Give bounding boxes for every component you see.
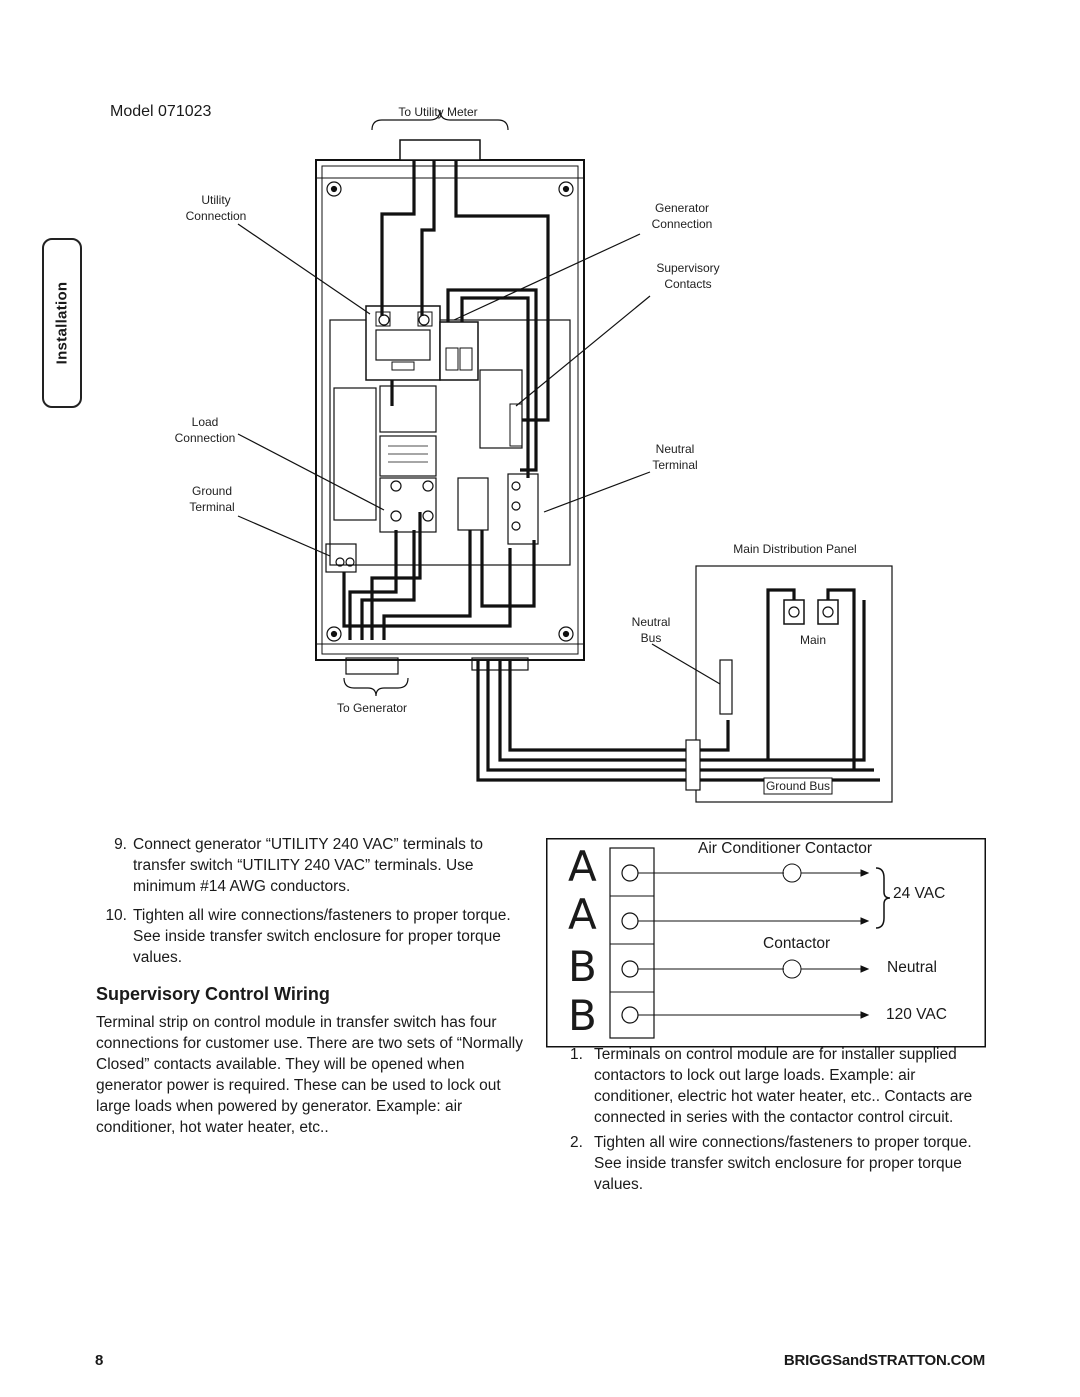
terminal-letter: A: [568, 842, 597, 891]
step-item: 10. Tighten all wire connections/fastene…: [100, 905, 525, 968]
120vac-label: 120 VAC: [886, 1006, 947, 1023]
main-breaker-label: Main: [799, 633, 826, 647]
ground-bus-label: Ground Bus: [765, 779, 831, 793]
page-number: 8: [95, 1352, 104, 1369]
section-body: Terminal strip on control module in tran…: [96, 1014, 523, 1136]
terminal-letter: B: [568, 942, 597, 991]
contactor-label: Contactor: [763, 935, 831, 952]
neutral-terminal-label: Neutral Terminal: [652, 442, 698, 472]
note-item: 1. Terminals on control module are for i…: [570, 1044, 985, 1128]
contactor-notes: 1. Terminals on control module are for i…: [570, 1044, 985, 1199]
terminal-letter: B: [568, 991, 597, 1040]
model-label: Model 071023: [110, 103, 212, 120]
section-heading: Supervisory Control Wiring: [96, 984, 330, 1004]
note-number: 2.: [570, 1134, 583, 1151]
generator-connection-label: Generator Connection: [651, 201, 713, 231]
ground-terminal-label: Ground Terminal: [189, 484, 235, 514]
24vac-label: 24 VAC: [893, 885, 946, 902]
neutral-label: Neutral: [887, 959, 937, 976]
air-conditioner-contactor-label: Air Conditioner Contactor: [698, 840, 873, 857]
step-text: Tighten all wire connections/fasteners t…: [133, 907, 511, 966]
note-text: Terminals on control module are for inst…: [594, 1046, 973, 1126]
step-number: 10.: [105, 907, 127, 924]
website-footer: BRIGGSandSTRATTON.COM: [783, 1352, 985, 1369]
section-side-tab: Installation: [42, 238, 82, 408]
step-text: Connect generator “UTILITY 240 VAC” term…: [133, 836, 484, 895]
supervisory-contacts-label: Supervisory Contacts: [656, 261, 720, 291]
utility-connection-label: Utility Connection: [185, 193, 247, 223]
load-connection-label: Load Connection: [174, 415, 236, 445]
step-item: 9. Connect generator “UTILITY 240 VAC” t…: [100, 834, 525, 897]
contactor-wiring-diagram: [546, 838, 986, 1048]
terminal-letter: A: [568, 890, 597, 939]
step-number: 9.: [114, 836, 127, 853]
main-distribution-panel-label: Main Distribution Panel: [733, 542, 857, 556]
to-generator-label: To Generator: [336, 701, 408, 715]
note-text: Tighten all wire connections/fasteners t…: [594, 1134, 972, 1193]
installation-steps: 9. Connect generator “UTILITY 240 VAC” t…: [100, 834, 525, 976]
note-item: 2. Tighten all wire connections/fastener…: [570, 1132, 985, 1195]
neutral-bus-label: Neutral Bus: [631, 615, 671, 645]
note-number: 1.: [570, 1046, 583, 1063]
transfer-switch-wiring-diagram: [237, 109, 893, 803]
to-utility-meter-label: To Utility Meter: [398, 105, 478, 119]
